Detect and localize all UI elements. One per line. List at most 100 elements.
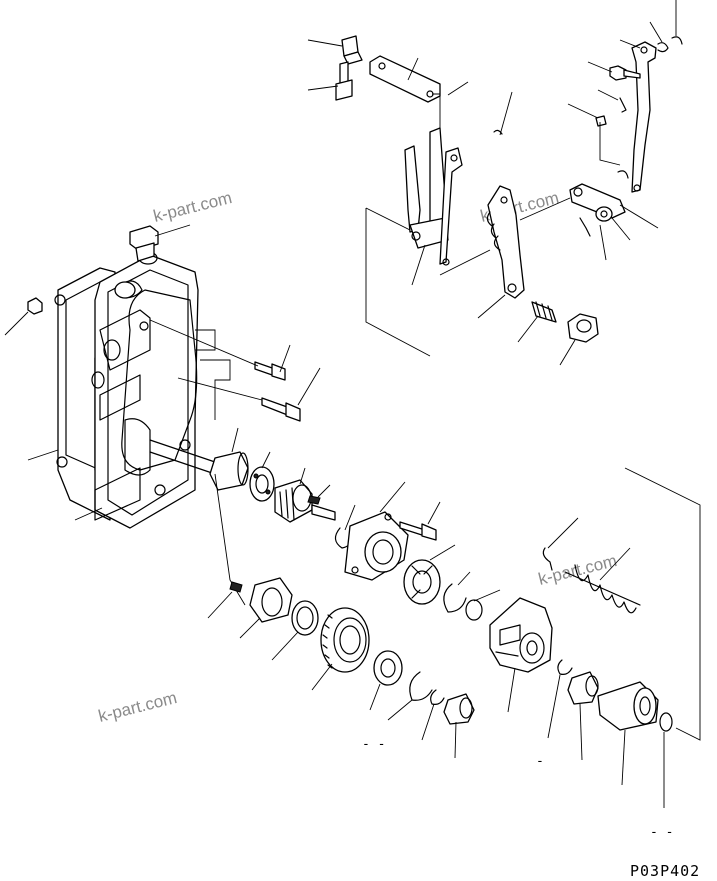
leader-line xyxy=(74,507,103,521)
leader-line xyxy=(271,631,299,661)
snap-ring xyxy=(443,583,467,613)
leader-line xyxy=(261,451,271,469)
governor-housing xyxy=(54,251,199,529)
watermark-text: k-part.com xyxy=(151,188,234,226)
leader-line xyxy=(307,85,339,91)
small-clip xyxy=(493,129,503,135)
leader-line xyxy=(649,21,663,43)
leader-line xyxy=(547,674,561,739)
leader-line xyxy=(299,467,306,485)
governor-spring xyxy=(564,564,641,614)
bracket-line xyxy=(599,122,621,166)
leader-line xyxy=(379,481,406,513)
leader-line xyxy=(447,81,469,96)
leader-line xyxy=(4,311,29,336)
pin xyxy=(229,581,243,593)
flyweight-holder xyxy=(489,597,553,673)
nut xyxy=(27,297,43,315)
leader-line xyxy=(507,667,516,713)
dash-mark: - - xyxy=(650,825,673,840)
watermark-text: k-part.com xyxy=(536,551,619,589)
shaft-assembly xyxy=(149,439,249,491)
bearing xyxy=(403,559,441,605)
stud-bolt xyxy=(335,61,353,101)
leader-line xyxy=(149,319,259,367)
leader-line xyxy=(421,703,435,741)
retainer-ring xyxy=(291,600,319,636)
flange-housing xyxy=(344,511,409,581)
coupling xyxy=(249,577,293,623)
thrust-washer xyxy=(373,650,403,686)
leader-line xyxy=(27,449,59,461)
leader-line xyxy=(297,367,321,406)
leader-line xyxy=(579,703,583,761)
bolt-long xyxy=(261,397,301,422)
bracket-line xyxy=(365,208,431,357)
governor-lever xyxy=(486,185,525,299)
gasket xyxy=(121,289,198,471)
leader-line xyxy=(369,683,381,711)
leader-line xyxy=(344,504,356,531)
sleeve xyxy=(567,671,599,705)
ball-bearing xyxy=(249,466,275,502)
leader-line xyxy=(559,339,576,366)
leader-line xyxy=(621,729,626,786)
leader-line xyxy=(477,294,506,319)
washer-small xyxy=(657,42,669,53)
small-washer xyxy=(659,712,673,732)
leader-line xyxy=(519,197,571,221)
plug-bolt xyxy=(129,225,159,262)
leader-line xyxy=(611,217,631,241)
bracket-line xyxy=(214,473,246,606)
c-clip xyxy=(557,659,573,675)
leader-line xyxy=(231,427,239,453)
leader-line xyxy=(307,39,343,47)
leader-line xyxy=(619,39,641,49)
collar xyxy=(597,681,659,731)
leader-line xyxy=(454,721,457,759)
leader-line xyxy=(567,103,599,119)
adjust-screw xyxy=(531,301,557,323)
leader-line xyxy=(457,571,471,586)
leader-line xyxy=(387,699,413,721)
leader-line xyxy=(177,377,263,401)
flange-bolt xyxy=(399,521,437,541)
bolt-short xyxy=(254,361,286,381)
watermark-text: k-part.com xyxy=(96,688,179,726)
leader-line xyxy=(599,547,631,581)
link-plate xyxy=(369,55,441,103)
leader-line xyxy=(597,89,619,101)
rod-end xyxy=(569,183,626,222)
drawing-code: P03P402 xyxy=(630,862,700,880)
bracket-line xyxy=(200,359,231,420)
leader-line xyxy=(427,501,441,525)
split-pin xyxy=(579,217,591,237)
washer xyxy=(465,599,483,621)
small-nut xyxy=(595,115,607,127)
bracket-line xyxy=(195,329,216,351)
dash-mark: - - xyxy=(362,737,385,752)
leader-line xyxy=(311,663,333,691)
leader-line xyxy=(473,589,501,602)
c-clip xyxy=(671,36,683,45)
spring-clip xyxy=(542,547,553,571)
small-bracket xyxy=(341,35,363,65)
leader-line xyxy=(317,484,331,498)
leader-line xyxy=(407,57,419,81)
lever-arm xyxy=(631,41,657,193)
leader-line xyxy=(517,315,539,343)
dash-mark: - xyxy=(536,754,544,769)
leader-line xyxy=(429,544,456,561)
leader-line xyxy=(411,244,426,286)
cap-nut xyxy=(567,313,599,343)
leader-line xyxy=(207,591,233,619)
bracket-line xyxy=(432,93,441,140)
leader-line xyxy=(599,224,607,261)
c-clip xyxy=(430,689,445,705)
leader-line xyxy=(154,224,191,237)
leader-line xyxy=(587,61,613,73)
ring-gear xyxy=(320,607,370,673)
cotter-pin xyxy=(619,97,627,113)
bushing xyxy=(443,693,475,725)
